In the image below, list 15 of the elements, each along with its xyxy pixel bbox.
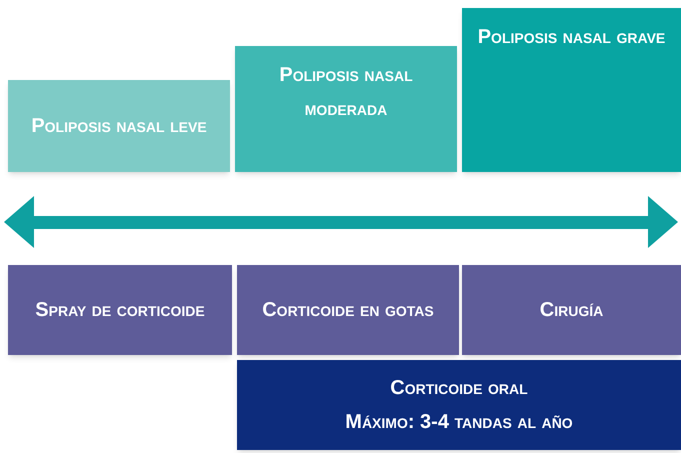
box-text: Poliposis nasal grave (478, 25, 666, 50)
box-text: Poliposis nasal leve (31, 114, 207, 139)
stage-box (8, 80, 230, 172)
box-text: Spray de corticoide (35, 298, 205, 323)
box-text: Poliposis nasal moderada (278, 63, 414, 122)
box-text: Corticoide en gotas (262, 298, 434, 323)
stage-box (235, 46, 457, 172)
stage-box (462, 265, 681, 355)
box-text: Corticoide oral (390, 376, 528, 401)
stage-box (462, 8, 681, 172)
stage-box (8, 265, 232, 355)
stage-box (237, 360, 681, 450)
box-text: Máximo: 3-4 tandas al año (345, 410, 573, 435)
box-text: Cirugía (540, 298, 604, 323)
stage-box (237, 265, 459, 355)
